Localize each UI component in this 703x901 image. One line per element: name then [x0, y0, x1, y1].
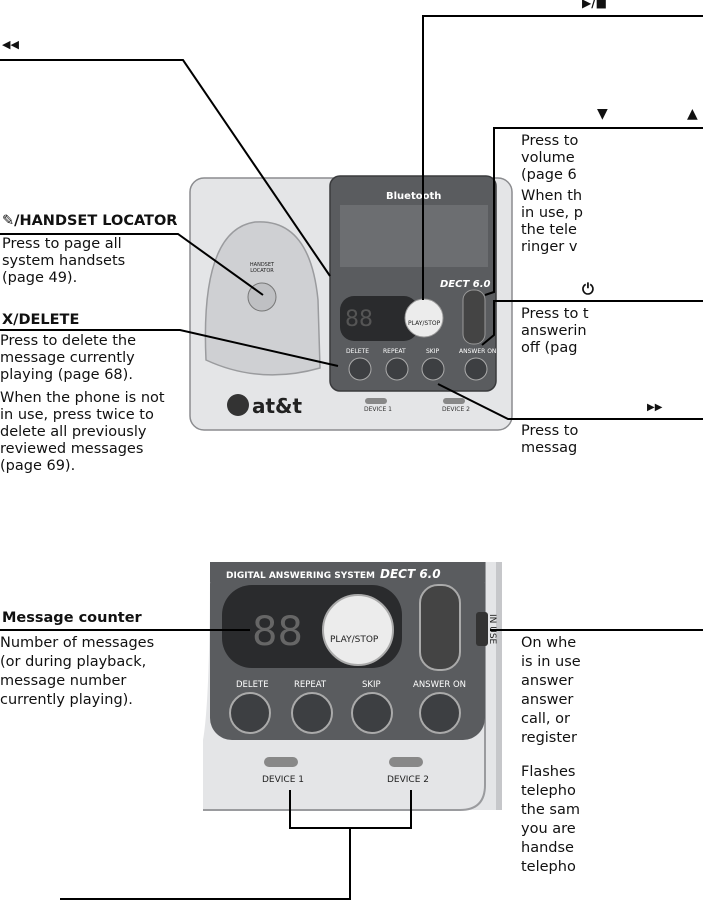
zoom-repeat-button[interactable]	[291, 692, 333, 734]
zoom-delete-button[interactable]	[229, 692, 271, 734]
skip-body: Press to messag	[521, 423, 579, 456]
zoom-delete-text: DELETE	[236, 680, 269, 690]
answer-on-text: ANSWER ON	[459, 348, 496, 355]
zoom-device1-led	[264, 757, 298, 767]
in-use-led	[476, 612, 488, 646]
skip-button[interactable]	[421, 357, 445, 381]
speaker-grille	[340, 205, 488, 267]
zoom-repeat-text: REPEAT	[294, 680, 327, 690]
zoom-das-label: DIGITAL ANSWERING SYSTEM	[226, 571, 375, 581]
delete-button[interactable]	[348, 357, 372, 381]
att-logo-globe	[227, 394, 249, 416]
zoom-play-stop-text: PLAY/STOP	[330, 635, 379, 645]
in-use-body-1: On whe is in use answer answer call, or …	[521, 635, 581, 746]
device2-led	[443, 398, 465, 404]
zoom-device2-text: DEVICE 2	[387, 775, 429, 785]
delete-body-2: When the phone is not in use, press twic…	[0, 390, 165, 474]
message-counter-body: Number of messages (or during playback, …	[0, 635, 155, 708]
delete-body-1: Press to delete the message currently pl…	[0, 333, 137, 383]
zoom-answer-on-button[interactable]	[419, 692, 461, 734]
bluetooth-label: Bluetooth	[386, 191, 441, 202]
skip-text: SKIP	[426, 348, 440, 355]
answer-on-body: Press to t answerin off (pag	[521, 306, 589, 356]
device1-text: DEVICE 1	[364, 406, 392, 413]
delete-heading: X/DELETE	[2, 312, 80, 328]
handset-locator-body: Press to page all system handsets (page …	[2, 236, 126, 286]
zoom-device2-led	[389, 757, 423, 767]
volume-up-icon: ▲	[687, 106, 698, 122]
volume-body-2: When th in use, p the tele ringer v	[521, 188, 583, 255]
repeat-button[interactable]	[385, 357, 409, 381]
dect-label: DECT 6.0	[440, 279, 491, 290]
brand-logo-text: at&t	[252, 394, 302, 418]
power-icon: ⏻	[582, 280, 594, 298]
device2-text: DEVICE 2	[442, 406, 470, 413]
zoom-answer-on-text: ANSWER ON	[413, 680, 466, 690]
zoom-skip-button[interactable]	[351, 692, 393, 734]
device1-led	[365, 398, 387, 404]
answer-on-button[interactable]	[464, 357, 488, 381]
zoom-device1-text: DEVICE 1	[262, 775, 304, 785]
in-use-body-2: Flashes telepho the sam you are handse t…	[521, 764, 580, 875]
repeat-text: REPEAT	[383, 348, 406, 355]
display-digits: 88	[345, 307, 373, 332]
play-stop-text: PLAY/STOP	[408, 320, 441, 327]
display-window	[340, 296, 418, 341]
zoom-display-digits: 88	[252, 609, 303, 655]
play-stop-icon: ▶/■	[582, 0, 607, 10]
rewind-icon: ◀◀	[2, 38, 19, 51]
zoom-skip-text: SKIP	[362, 680, 381, 690]
play-stop-button[interactable]	[404, 298, 444, 338]
volume-rocker[interactable]	[462, 289, 486, 345]
skip-icon: ▶▶	[647, 402, 663, 413]
volume-down-icon: ▼	[597, 106, 608, 122]
volume-body-1: Press to volume (page 6	[521, 133, 579, 183]
zoom-dect-label: DECT 6.0	[380, 567, 441, 581]
message-counter-heading: Message counter	[2, 610, 142, 626]
cradle-locator-label: HANDSET LOCATOR	[249, 262, 275, 274]
delete-text: DELETE	[346, 348, 369, 355]
handset-locator-heading: ✎/HANDSET LOCATOR	[2, 213, 178, 229]
handset-icon: ✎	[2, 213, 15, 229]
zoom-play-stop-button[interactable]	[322, 594, 394, 666]
zoom-volume-rocker[interactable]	[419, 584, 461, 671]
